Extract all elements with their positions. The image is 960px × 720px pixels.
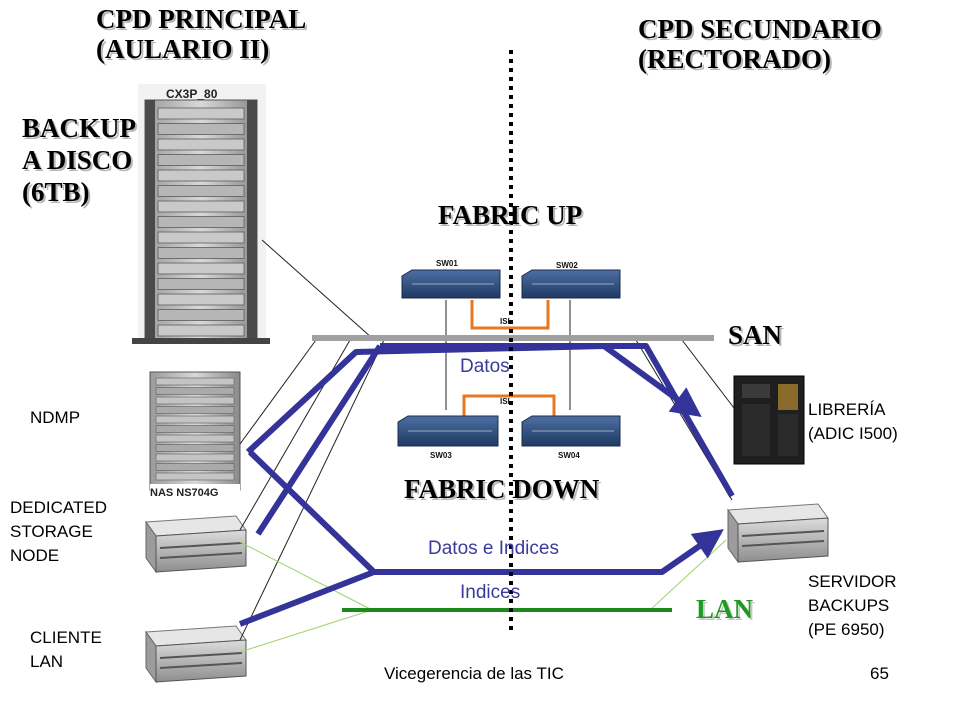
title-cpd-secundario: CPD SECUNDARIO (RECTORADO) (638, 14, 882, 74)
footer-text: Vicegerencia de las TIC (384, 664, 564, 683)
sw04-label: SW04 (558, 451, 580, 460)
isl-label-up: ISL (500, 317, 513, 326)
title-lan: LAN (696, 594, 754, 624)
flow-label-indices: Indices (460, 582, 521, 603)
flow-label-datos-indices: Datos e Indices (428, 538, 559, 559)
dedicated-storage-node-server (145, 515, 247, 574)
label-dedicated-storage-node: DEDICATED STORAGE NODE (10, 498, 107, 565)
switch-sw03: SW03 (397, 415, 499, 460)
switch-sw02: SW02 (521, 261, 621, 299)
label-servidor-backups: SERVIDOR BACKUPS (PE 6950) (808, 572, 897, 639)
title-cpd-principal: CPD PRINCIPAL (AULARIO II) (96, 4, 307, 64)
cliente-lan-server (145, 625, 247, 684)
libreria-adic-i500 (733, 375, 805, 465)
flow-datos (380, 343, 735, 498)
flow-ndmp-to-library (245, 343, 702, 455)
servidor-backups-server (727, 503, 829, 564)
title-fabric-down: FABRIC DOWN (404, 474, 600, 504)
sw03-label: SW03 (430, 451, 452, 460)
isl-label-down: ISL (500, 397, 513, 406)
cx3p80-label: CX3P_80 (166, 87, 218, 101)
title-san: SAN (728, 320, 783, 350)
sw02-label: SW02 (556, 261, 578, 270)
flow-datos-indices (247, 449, 724, 575)
label-ndmp: NDMP (30, 408, 81, 427)
flow-paths (238, 343, 735, 627)
flow-cliente-lan (238, 569, 376, 627)
nas-label: NAS NS704G (150, 487, 218, 499)
sw01-label: SW01 (436, 259, 458, 268)
label-libreria: LIBRERÍA (ADIC I500) (808, 400, 898, 443)
title-fabric-up: FABRIC UP (438, 200, 583, 230)
flow-label-datos: Datos (460, 356, 510, 377)
switch-sw04: SW04 (521, 415, 621, 460)
switch-sw01: SW01 (401, 259, 501, 299)
nas-ns704g (149, 371, 241, 498)
page-number: 65 (870, 664, 889, 683)
flow-storage-node (255, 344, 383, 536)
title-backup-disco: BACKUP A DISCO (6TB) (22, 113, 136, 207)
storage-array-cx3p80 (132, 84, 270, 344)
label-cliente-lan: CLIENTE LAN (30, 628, 102, 671)
